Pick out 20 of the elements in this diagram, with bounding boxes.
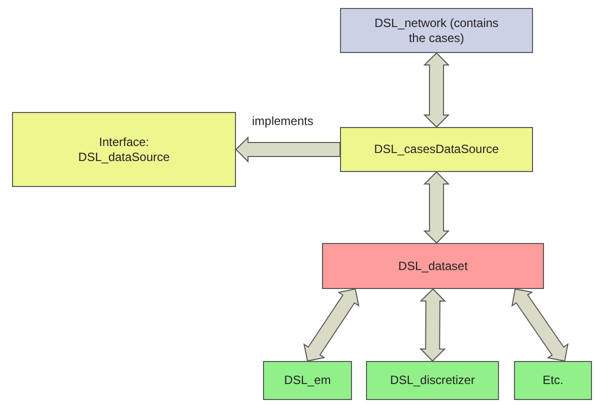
class-name: DSL_network (contains the cases) [373,16,500,46]
class-name: Etc. [542,373,564,388]
class-box [340,8,533,53]
block-arrow [423,52,450,128]
block-arrow [511,288,569,362]
block-arrow [423,171,450,244]
class-box [12,112,236,187]
class-name: DSL_discretizer [390,373,475,388]
class-name: Interface: DSL_dataSource [77,134,171,164]
block-arrow [419,288,446,362]
block-arrow [235,136,340,163]
class-box [263,361,352,400]
class-name: DSL_casesDataSource [374,142,499,157]
class-box [366,361,499,400]
block-arrow [303,288,360,362]
class-box [340,127,533,172]
class-box [322,243,544,289]
class-name: DSL_dataset [398,258,468,274]
class-box [514,361,592,400]
class-name: DSL_em [284,373,331,388]
